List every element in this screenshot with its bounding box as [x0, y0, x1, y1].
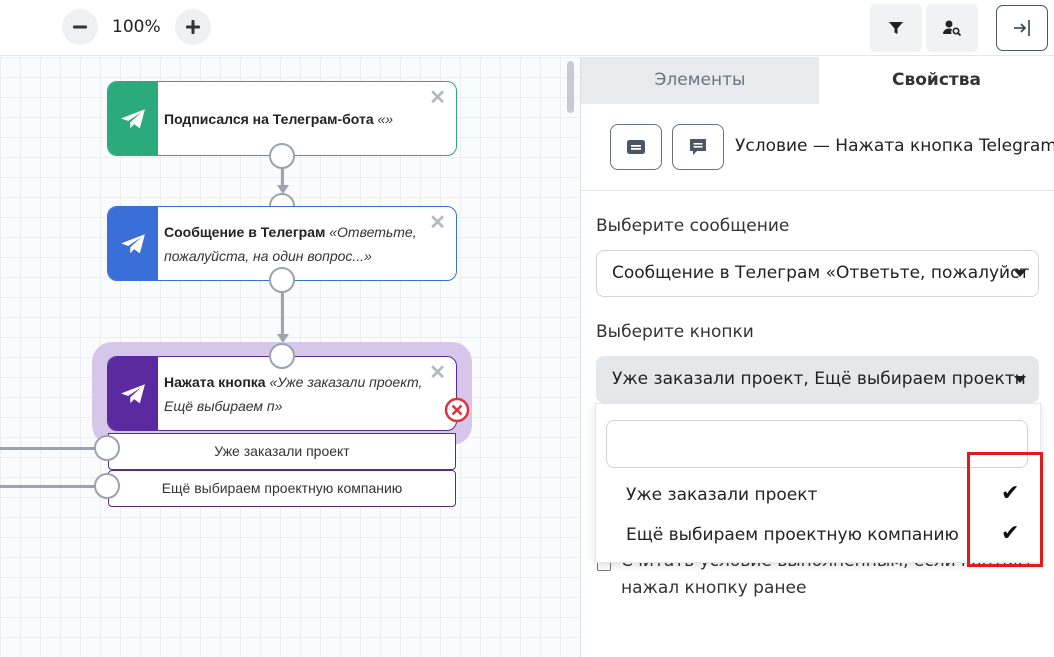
panel-tabs: Элементы Свойства [581, 57, 1054, 104]
node-text: Сообщение в Телеграм «Ответьте, пожалуйст… [158, 207, 439, 280]
comment-button[interactable] [672, 124, 724, 170]
dropdown-option-2[interactable]: Ещё выбираем проектную компанию [626, 525, 959, 545]
message-label: Выберите сообщение [596, 216, 790, 236]
chevron-down-icon [1014, 376, 1026, 383]
close-icon[interactable]: ✕ [429, 212, 446, 234]
option-port[interactable] [94, 473, 120, 499]
tab-properties[interactable]: Свойства [819, 57, 1054, 104]
check-icon: ✔ [1001, 480, 1020, 505]
telegram-icon [121, 383, 145, 403]
user-search-button[interactable] [926, 4, 978, 52]
node-icon-tile [108, 207, 158, 280]
connector [281, 293, 284, 340]
node-port[interactable] [269, 343, 295, 369]
buttons-select[interactable]: Уже заказали проект, Ещё выбираем проект… [596, 356, 1039, 403]
zoom-in-button[interactable] [175, 9, 211, 45]
node-text: Подписался на Телеграм-бота «» [158, 82, 415, 155]
node-port[interactable] [269, 267, 295, 293]
node-detail-2: пожалуйста, на один вопрос...» [164, 247, 372, 264]
message-card-button[interactable] [610, 124, 662, 170]
node-title: Подписался на Телеграм-бота [164, 110, 374, 127]
flow-node-subscribed[interactable]: Подписался на Телеграм-бота «» ✕ [107, 81, 457, 156]
node-icon-tile [108, 82, 158, 155]
node-title: Нажата кнопка [164, 373, 266, 390]
remove-node-icon[interactable] [444, 397, 470, 423]
node-detail: «Уже заказали проект, [269, 373, 423, 390]
message-select-value: Сообщение в Телеграм «Ответьте, пожалуйс… [612, 263, 1030, 283]
checkbox-label-line2: нажал кнопку ранее [621, 578, 807, 598]
check-icon: ✔ [1001, 520, 1020, 545]
node-detail: «Ответьте, [329, 223, 417, 240]
node-title: Сообщение в Телеграм [164, 223, 326, 240]
comment-icon [690, 139, 706, 155]
node-detail-2: Ещё выбираем п» [164, 397, 283, 414]
plus-icon [186, 20, 200, 34]
condition-title: Условие — Нажата кнопка Telegram [735, 136, 1054, 156]
section-divider [581, 190, 1054, 191]
zoom-level: 100% [112, 17, 161, 37]
option-button-2[interactable]: Ещё выбираем проектную компанию [108, 470, 456, 507]
close-icon[interactable]: ✕ [429, 362, 446, 384]
minus-icon [73, 25, 87, 29]
connector [281, 169, 284, 191]
tab-elements[interactable]: Элементы [581, 57, 819, 104]
option-connector-1 [0, 447, 96, 450]
buttons-dropdown: Уже заказали проект ✔ Ещё выбираем проек… [595, 403, 1041, 563]
dropdown-search-input[interactable] [606, 420, 1028, 468]
dropdown-option-1[interactable]: Уже заказали проект [626, 485, 818, 505]
telegram-icon [121, 108, 145, 128]
zoom-out-button[interactable] [62, 9, 98, 45]
telegram-icon [121, 233, 145, 253]
properties-panel: Элементы Свойства Условие — Нажата кнопк… [581, 57, 1054, 657]
message-select[interactable]: Сообщение в Телеграм «Ответьте, пожалуйс… [596, 250, 1039, 297]
panel-divider [580, 57, 581, 657]
checkmarks-highlight [967, 452, 1043, 567]
flow-node-telegram-message[interactable]: Сообщение в Телеграм «Ответьте, пожалуйст… [107, 206, 457, 281]
user-search-icon [943, 20, 962, 37]
connector-arrow [277, 185, 289, 194]
exit-right-icon [1014, 20, 1030, 36]
top-toolbar: 100% [0, 0, 1054, 56]
close-icon[interactable]: ✕ [429, 87, 446, 109]
buttons-select-value: Уже заказали проект, Ещё выбираем проект… [612, 369, 1026, 389]
option-connector-2 [0, 485, 96, 488]
filter-button[interactable] [870, 4, 922, 52]
option-button-1[interactable]: Уже заказали проект [108, 433, 456, 470]
option-port[interactable] [94, 435, 120, 461]
buttons-label: Выберите кнопки [596, 322, 754, 342]
node-detail: «» [377, 110, 394, 127]
filter-icon [889, 22, 903, 34]
node-icon-tile [108, 357, 158, 430]
connector-arrow [277, 334, 289, 343]
node-port[interactable] [269, 143, 295, 169]
flow-canvas[interactable]: Подписался на Телеграм-бота «» ✕ Сообщен… [0, 57, 580, 657]
node-text: Нажата кнопка «Уже заказали проект, Ещё в… [158, 357, 444, 430]
chevron-down-icon [1014, 270, 1026, 277]
canvas-scrollbar[interactable] [567, 61, 574, 113]
card-icon [627, 140, 645, 154]
exit-button[interactable] [996, 5, 1048, 51]
